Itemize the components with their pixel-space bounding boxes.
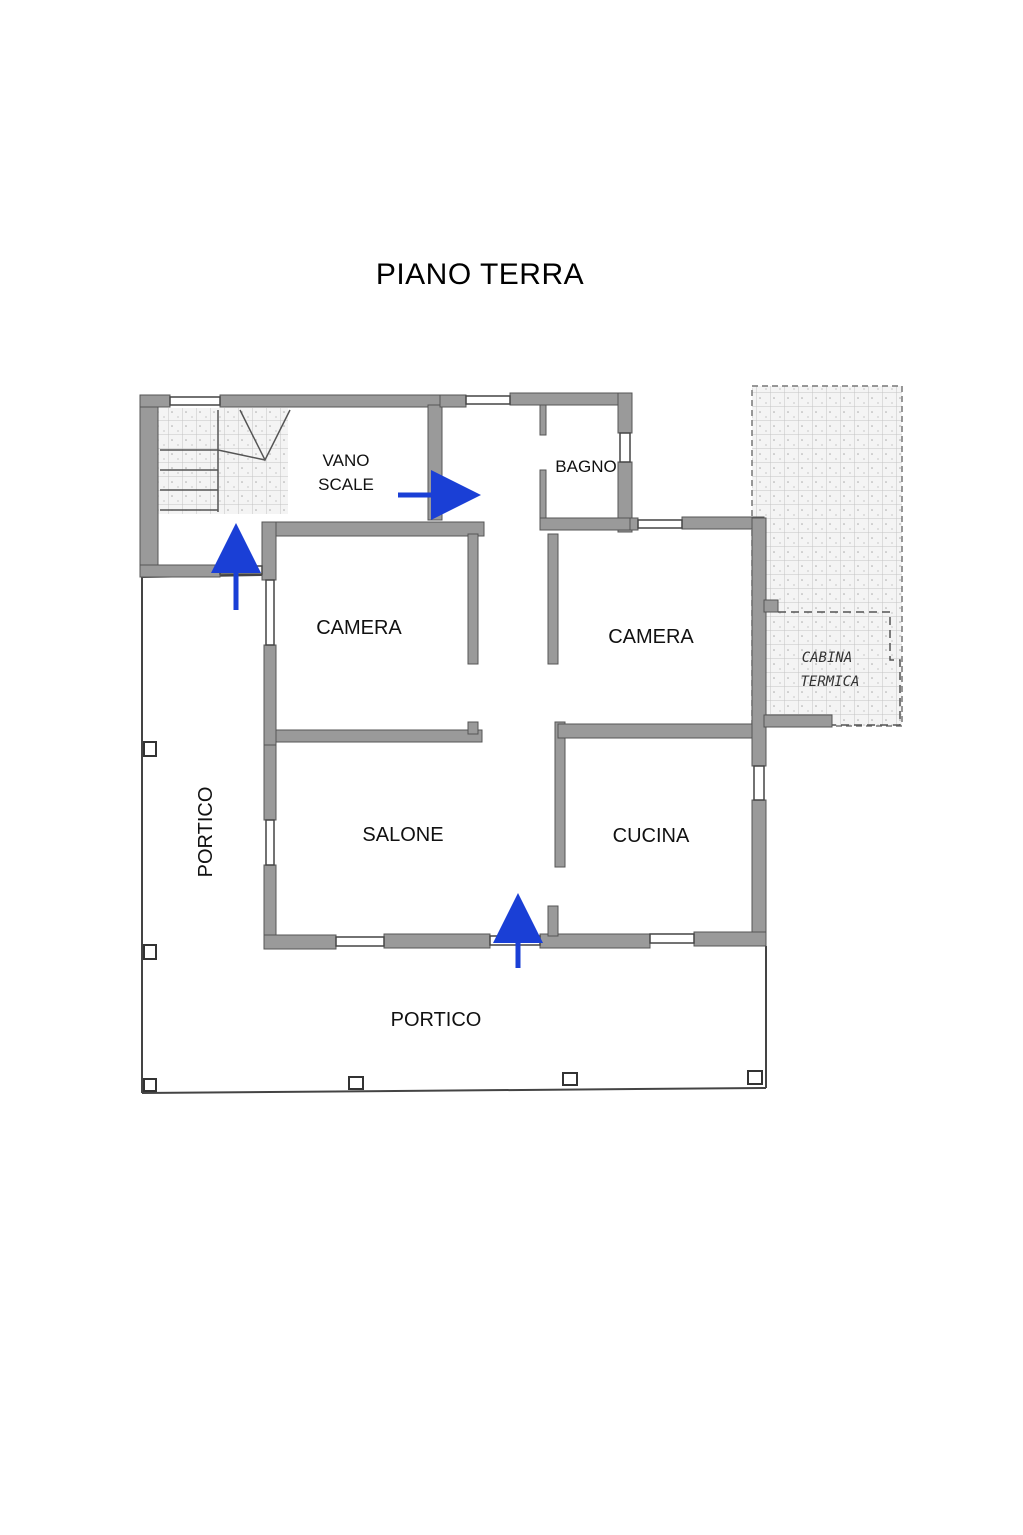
label-vano-scale-2: SCALE <box>318 475 374 494</box>
porch-pillars <box>143 741 763 1092</box>
label-cabina: CABINA <box>802 650 853 666</box>
label-termica: TERMICA <box>800 674 859 690</box>
label-camera-left: CAMERA <box>316 617 402 639</box>
label-cucina: CUCINA <box>613 825 690 847</box>
cabina-termica-outline <box>778 611 901 726</box>
label-bagno: BAGNO <box>555 457 616 476</box>
label-camera-right: CAMERA <box>608 626 694 648</box>
staircase <box>158 408 291 514</box>
label-salone: SALONE <box>362 824 443 846</box>
label-portico-side: PORTICO <box>195 787 217 878</box>
label-portico-bottom: PORTICO <box>391 1009 482 1031</box>
label-vano-scale-1: VANO <box>323 451 370 470</box>
entry-arrows <box>211 470 543 968</box>
page-title: PIANO TERRA <box>375 258 585 291</box>
